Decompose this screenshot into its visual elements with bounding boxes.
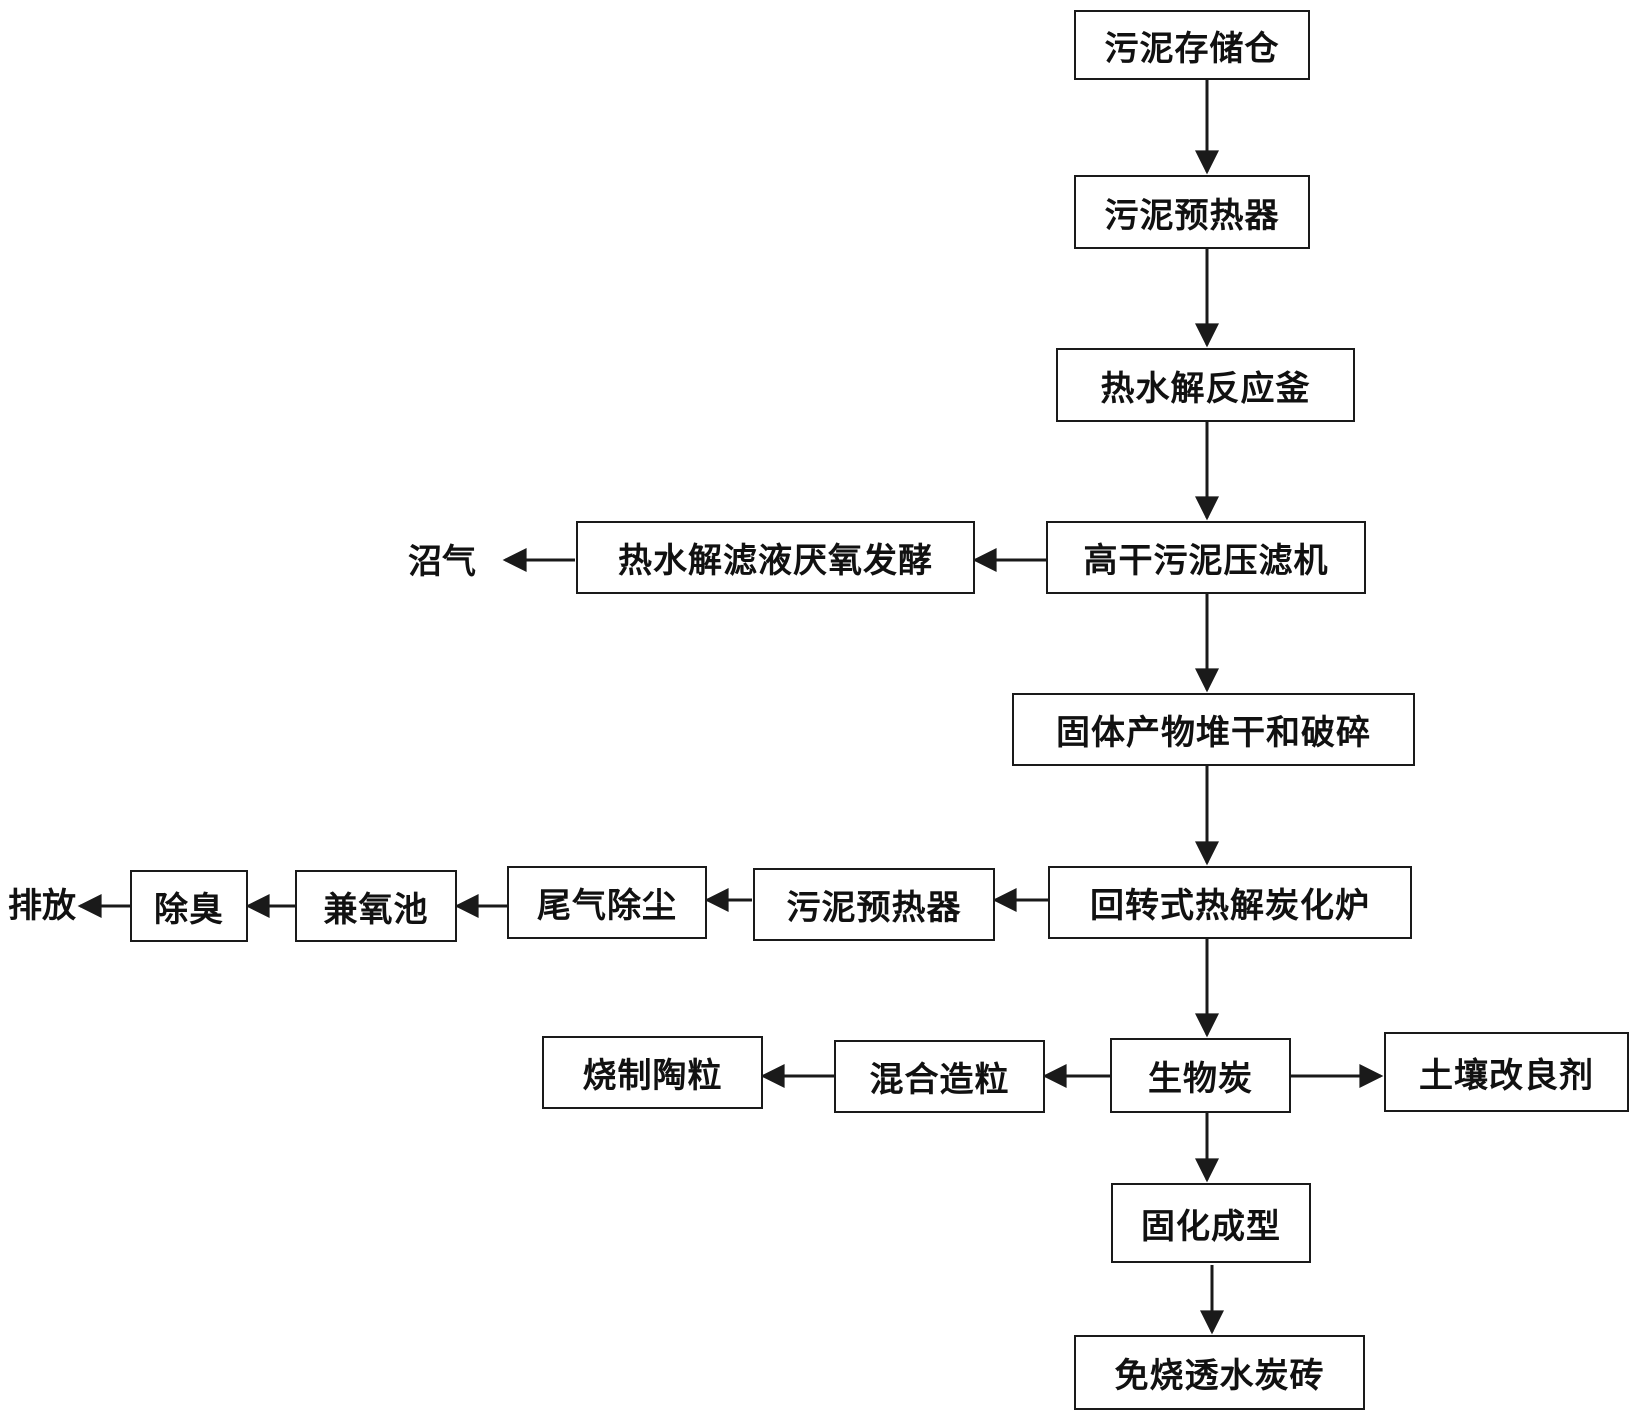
node-sludge-preheater-1: 污泥预热器 [1074,175,1310,249]
node-soil-amendment: 土壤改良剂 [1384,1032,1629,1112]
label-biogas: 沼气 [408,541,476,582]
node-pyrolysis-furnace: 回转式热解炭化炉 [1048,866,1412,939]
node-solidify: 固化成型 [1111,1183,1311,1263]
node-hydrolysis-reactor: 热水解反应釜 [1056,348,1355,422]
node-permeable-brick: 免烧透水炭砖 [1074,1335,1365,1410]
node-anaerobic-fermentation: 热水解滤液厌氧发酵 [576,521,975,594]
node-mix-granulate: 混合造粒 [834,1040,1045,1113]
node-filter-press: 高干污泥压滤机 [1046,521,1366,594]
node-deodorization: 除臭 [130,870,248,942]
node-crush: 固体产物堆干和破碎 [1012,693,1415,766]
node-biochar: 生物炭 [1110,1038,1291,1113]
node-sludge-storage: 污泥存储仓 [1074,10,1310,80]
node-sludge-preheater-2: 污泥预热器 [753,868,995,941]
node-dust-removal: 尾气除尘 [507,866,707,939]
node-facultative-tank: 兼氧池 [295,870,457,942]
node-ceramsite: 烧制陶粒 [542,1036,763,1109]
label-discharge: 排放 [8,885,76,926]
